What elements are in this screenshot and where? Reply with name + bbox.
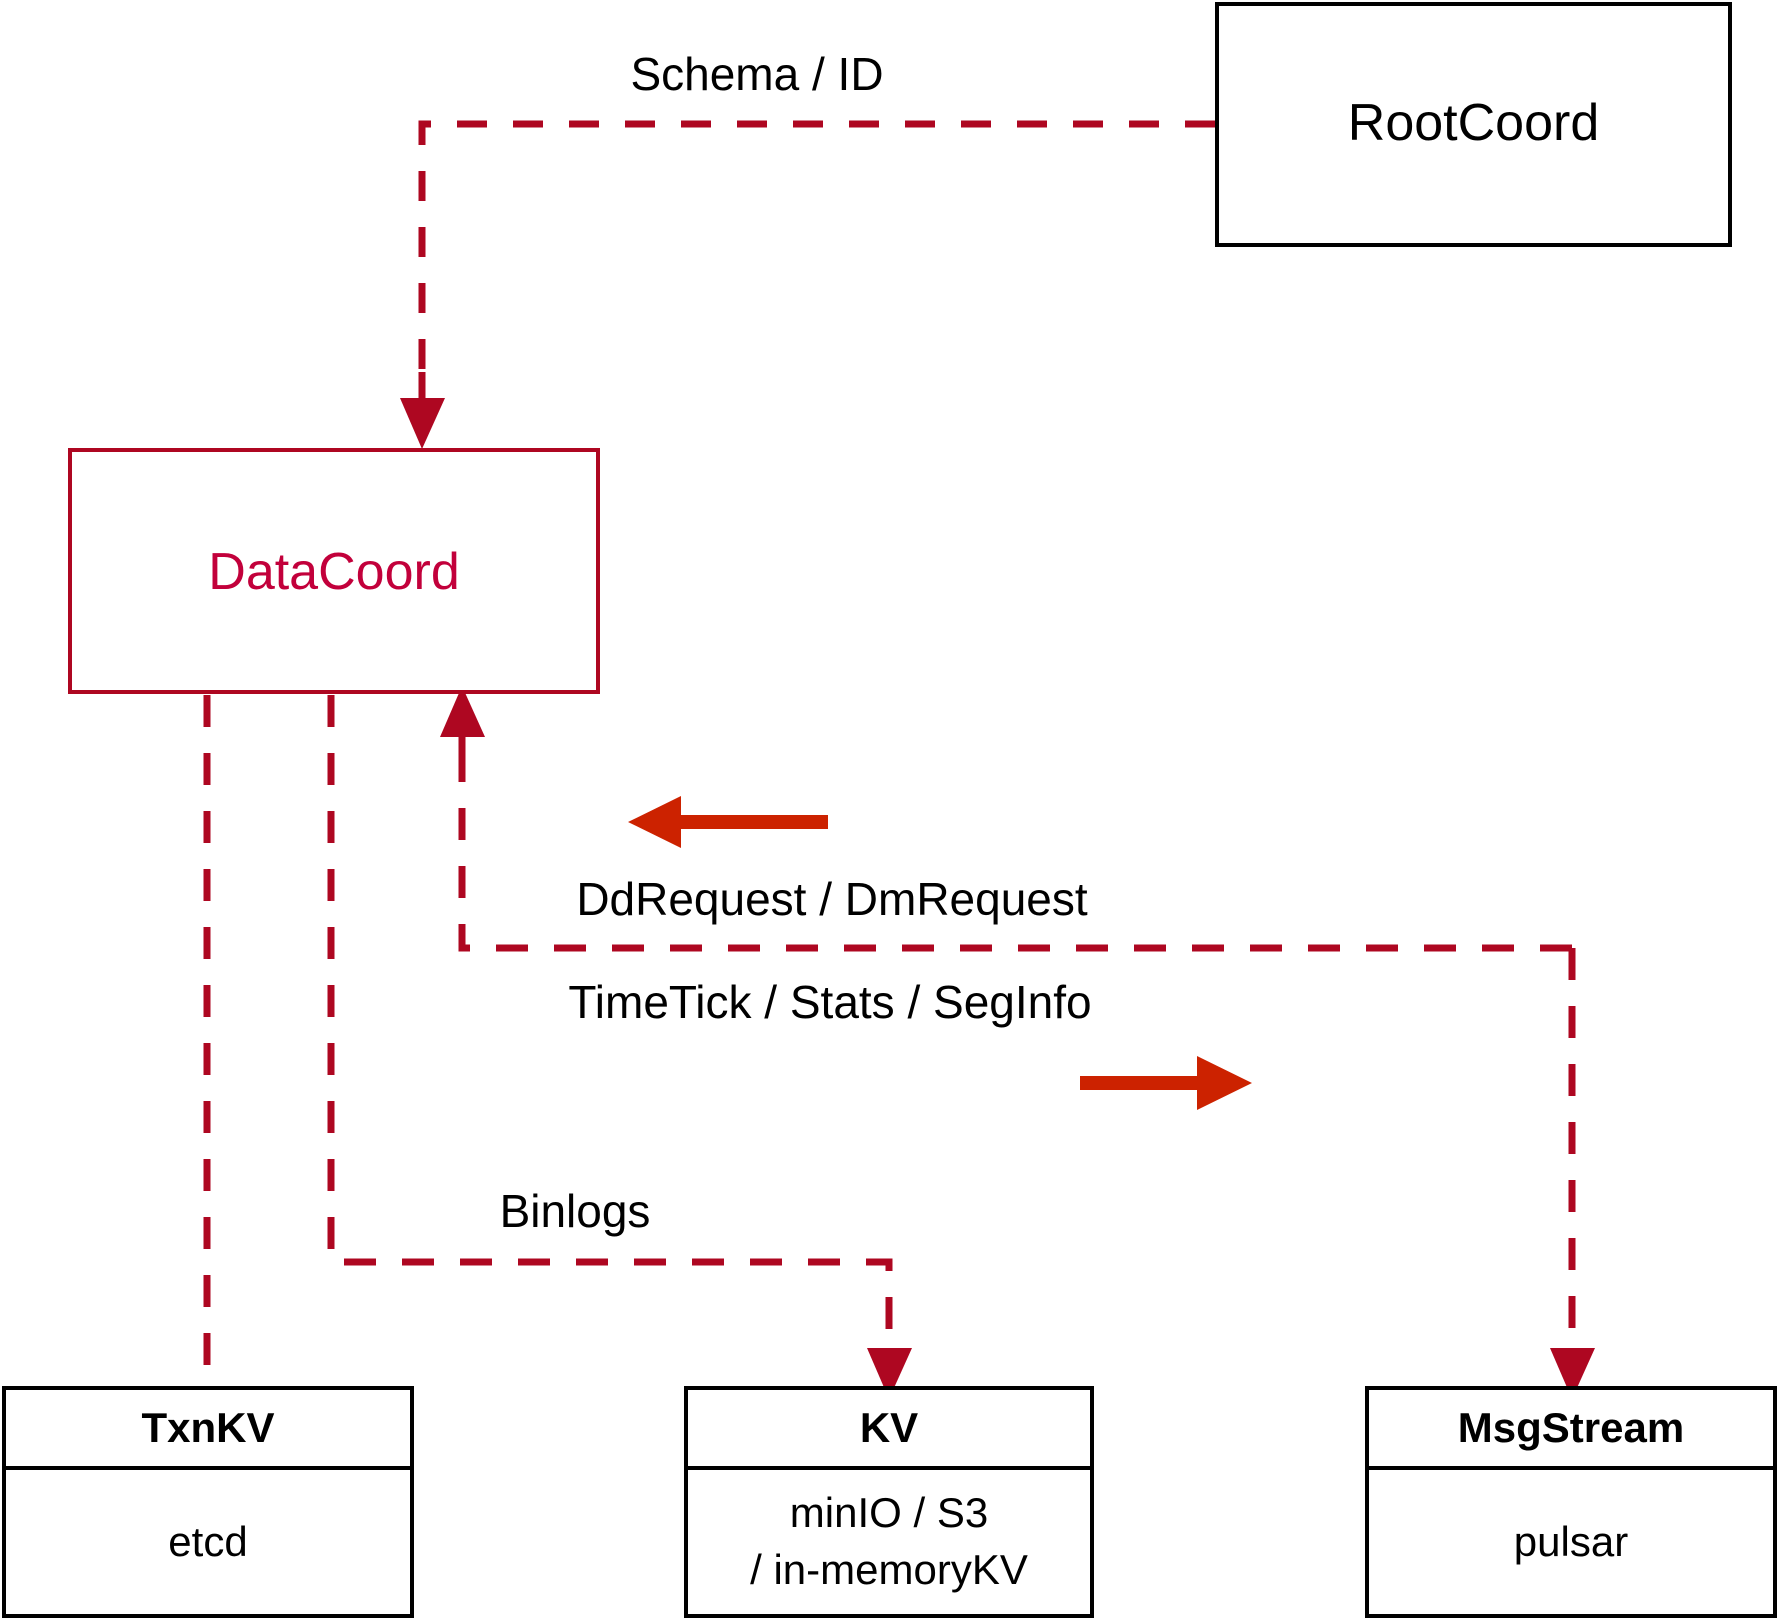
node-datacoord-label: DataCoord	[208, 543, 460, 601]
node-kv[interactable]: KV minIO / S3 / in-memoryKV	[684, 1386, 1094, 1618]
direction-arrow-right	[1080, 1056, 1252, 1110]
edge-binlogs	[327, 695, 912, 1399]
node-msgstream-body: pulsar	[1369, 1470, 1773, 1614]
node-kv-body-line-2: / in-memoryKV	[750, 1546, 1028, 1593]
edge-label-schema-id: Schema / ID	[630, 48, 884, 100]
node-msgstream-body-line: pulsar	[1513, 1517, 1629, 1565]
node-rootcoord[interactable]: RootCoord	[1215, 2, 1732, 247]
node-txnkv-body-line: etcd	[168, 1517, 248, 1565]
edge-msgstream-to-datacoord	[440, 686, 1572, 952]
node-msgstream-header: MsgStream	[1369, 1390, 1773, 1470]
node-kv-header: KV	[688, 1390, 1090, 1470]
direction-arrow-left	[628, 796, 828, 848]
node-txnkv-body: etcd	[6, 1470, 410, 1614]
node-rootcoord-label: RootCoord	[1347, 94, 1600, 152]
edge-label-timetick-stats-seginfo: TimeTick / Stats / SegInfo	[568, 976, 1092, 1028]
edge-datacoord-to-msgstream	[1550, 948, 1595, 1399]
node-kv-body: minIO / S3 / in-memoryKV	[688, 1470, 1090, 1614]
edge-label-binlogs: Binlogs	[499, 1185, 651, 1237]
edge-schema-id	[400, 120, 1215, 449]
node-txnkv[interactable]: TxnKV etcd	[2, 1386, 414, 1618]
node-kv-body-line-1: minIO / S3	[789, 1489, 989, 1537]
node-txnkv-header: TxnKV	[6, 1390, 410, 1470]
node-msgstream[interactable]: MsgStream pulsar	[1365, 1386, 1777, 1618]
edge-label-dd-dm-request: DdRequest / DmRequest	[576, 873, 1088, 925]
node-datacoord[interactable]: DataCoord	[68, 448, 600, 694]
